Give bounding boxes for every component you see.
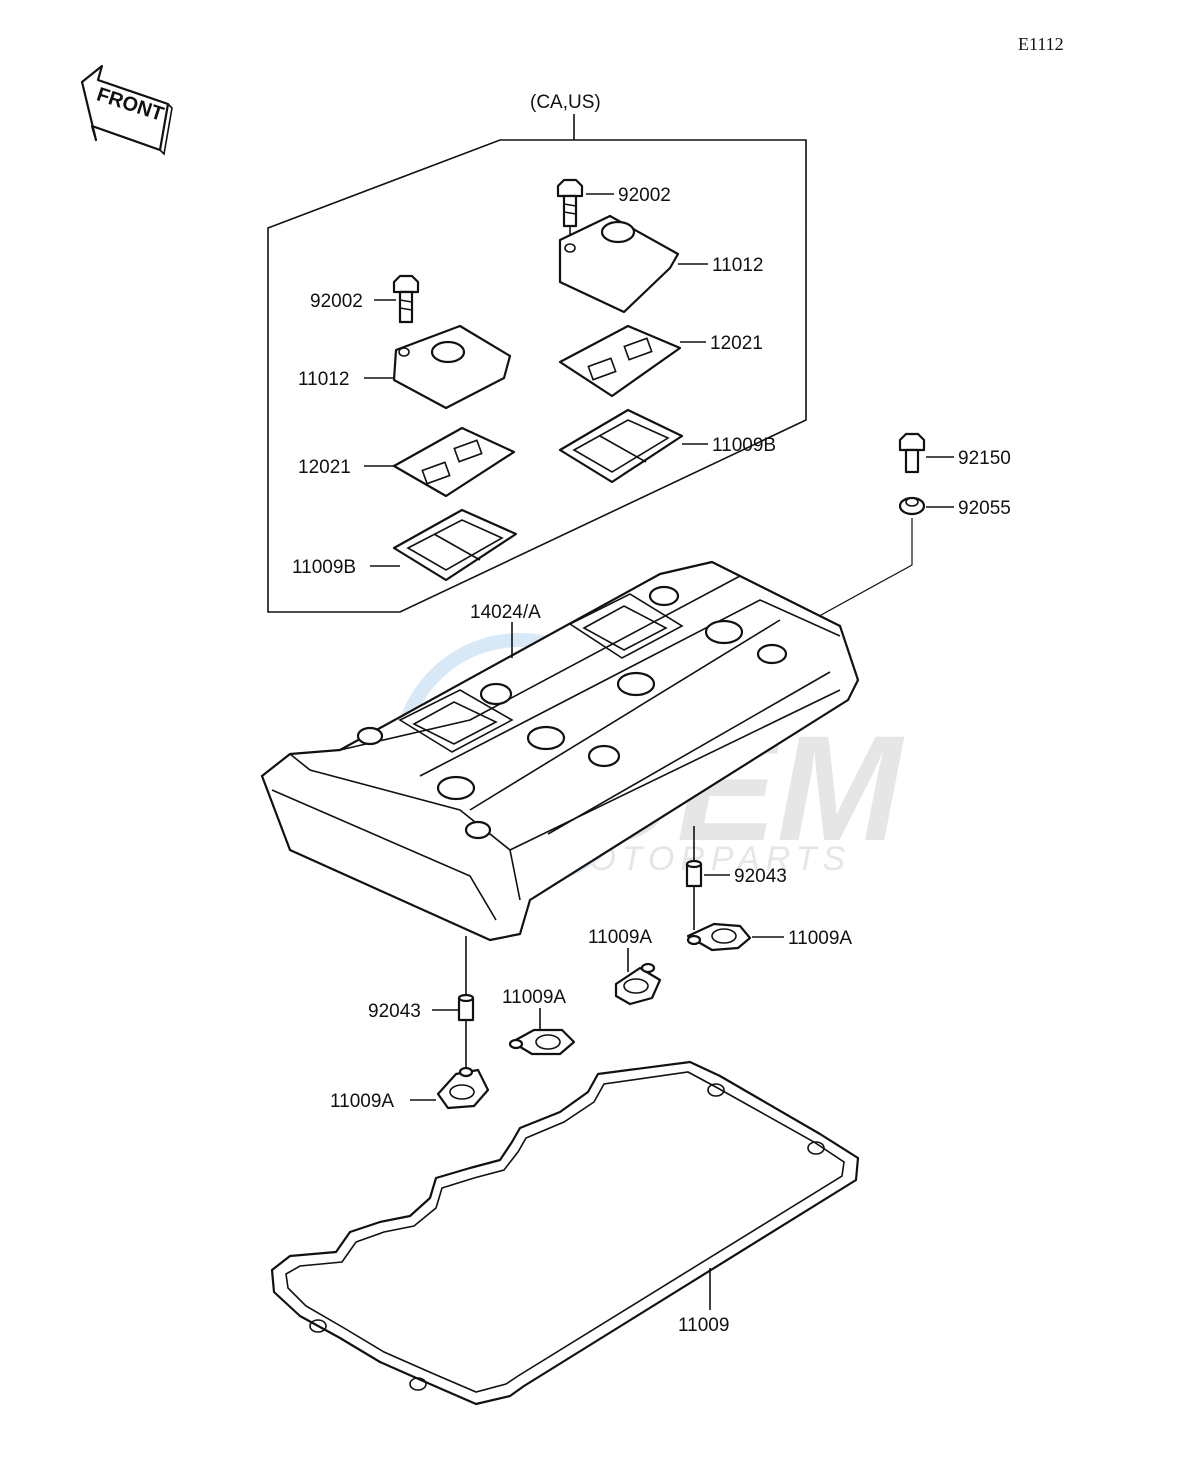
dowel-92043-left <box>457 993 475 1022</box>
label-11009A-left: 11009A <box>330 1091 394 1112</box>
label-12021-right: 12021 <box>710 333 763 354</box>
seal-11009A-center <box>614 962 662 1006</box>
label-11009A-center: 11009A <box>588 927 652 948</box>
label-92043-right: 92043 <box>734 866 787 887</box>
gasket-11009B-left <box>392 508 518 582</box>
head-cover-gasket-11009 <box>270 1060 860 1406</box>
gasket-11009B-right <box>558 408 684 484</box>
region-label: (CA,US) <box>530 92 601 113</box>
label-92043-left: 92043 <box>368 1001 421 1022</box>
dowel-92043-right <box>685 859 703 888</box>
bolt-92150 <box>898 432 926 474</box>
diagram-code: E1112 <box>1018 34 1064 54</box>
label-92002-right: 92002 <box>618 185 671 206</box>
seal-11009A-right <box>686 922 752 952</box>
bolt-92002-right <box>556 178 584 246</box>
label-11009A-mid: 11009A <box>502 987 566 1008</box>
cylinder-head-cover-14024A <box>260 560 860 942</box>
plate-12021-left <box>392 426 516 498</box>
seal-11009A-mid <box>508 1028 576 1056</box>
label-92002-left: 92002 <box>310 291 363 312</box>
label-14024A: 14024/A <box>470 602 541 623</box>
label-11009: 11009 <box>678 1315 729 1336</box>
label-11009A-right: 11009A <box>788 928 852 949</box>
region-boundary <box>267 139 807 613</box>
washer-92055 <box>898 496 926 516</box>
cover-11012-right <box>558 214 680 314</box>
label-11012-right: 11012 <box>712 255 763 276</box>
cover-11012-left <box>392 324 512 410</box>
label-12021-left: 12021 <box>298 457 351 478</box>
seal-11009A-left <box>436 1066 490 1110</box>
label-11009B-right: 11009B <box>712 435 776 456</box>
label-11009B-left: 11009B <box>292 557 356 578</box>
label-92055: 92055 <box>958 498 1011 519</box>
front-arrow-icon: FRONT <box>80 64 173 156</box>
bolt-92002-left <box>392 274 420 324</box>
plate-12021-right <box>558 324 682 398</box>
label-92150: 92150 <box>958 448 1011 469</box>
label-11012-left: 11012 <box>298 369 349 390</box>
